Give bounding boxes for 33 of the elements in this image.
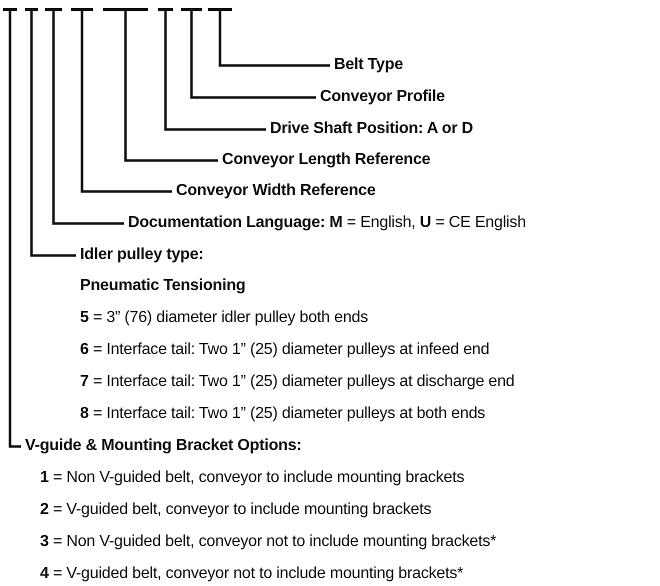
- leader-line: [164, 11, 266, 131]
- field-label: Idler pulley type:: [80, 245, 205, 265]
- option-text: 1 = Non V-guided belt, conveyor to include mounting brackets: [40, 468, 464, 488]
- option-text: 5 = 3” (76) diameter idler pulley both ends: [80, 308, 368, 328]
- leader-line: [190, 11, 316, 99]
- option-text: 3 = Non V-guided belt, conveyor not to include mounting brackets*: [40, 532, 496, 552]
- option-text: 4 = V-guided belt, conveyor not to include mounting brackets*: [40, 564, 464, 584]
- code-segment-bar: [181, 8, 202, 11]
- option-text: 7 = Interface tail: Two 1” (25) diameter pulleys at discharge end: [80, 372, 515, 392]
- field-label: Drive Shaft Position: A or D: [270, 119, 474, 139]
- option-text: 6 = Interface tail: Two 1” (25) diameter pulleys at infeed end: [80, 340, 490, 360]
- field-label: Documentation Language: M = English, U = CE English: [128, 213, 526, 233]
- field-subheading: Pneumatic Tensioning: [80, 276, 246, 296]
- field-label: Conveyor Length Reference: [222, 150, 430, 170]
- code-segment-bar: [208, 8, 232, 11]
- leader-line: [52, 11, 124, 225]
- code-segment-bar: [71, 8, 93, 11]
- code-segment-bar: [45, 8, 62, 11]
- code-segment-bar: [25, 8, 38, 11]
- code-segment-bar: [158, 8, 173, 11]
- code-segment-bar: [3, 8, 17, 11]
- leader-line: [8, 11, 21, 448]
- option-text: 2 = V-guided belt, conveyor to include mounting brackets: [40, 500, 432, 520]
- option-text: 8 = Interface tail: Two 1” (25) diameter pulleys at both ends: [80, 404, 486, 424]
- code-segment-bar: [103, 8, 148, 11]
- leader-line: [218, 11, 330, 67]
- field-label: Conveyor Profile: [320, 87, 445, 107]
- leader-line: [80, 11, 172, 193]
- leader-line: [124, 11, 218, 162]
- field-label: Conveyor Width Reference: [176, 181, 376, 201]
- field-label: Belt Type: [334, 55, 404, 75]
- field-label: V-guide & Mounting Bracket Options:: [25, 436, 302, 456]
- leader-line: [30, 11, 76, 257]
